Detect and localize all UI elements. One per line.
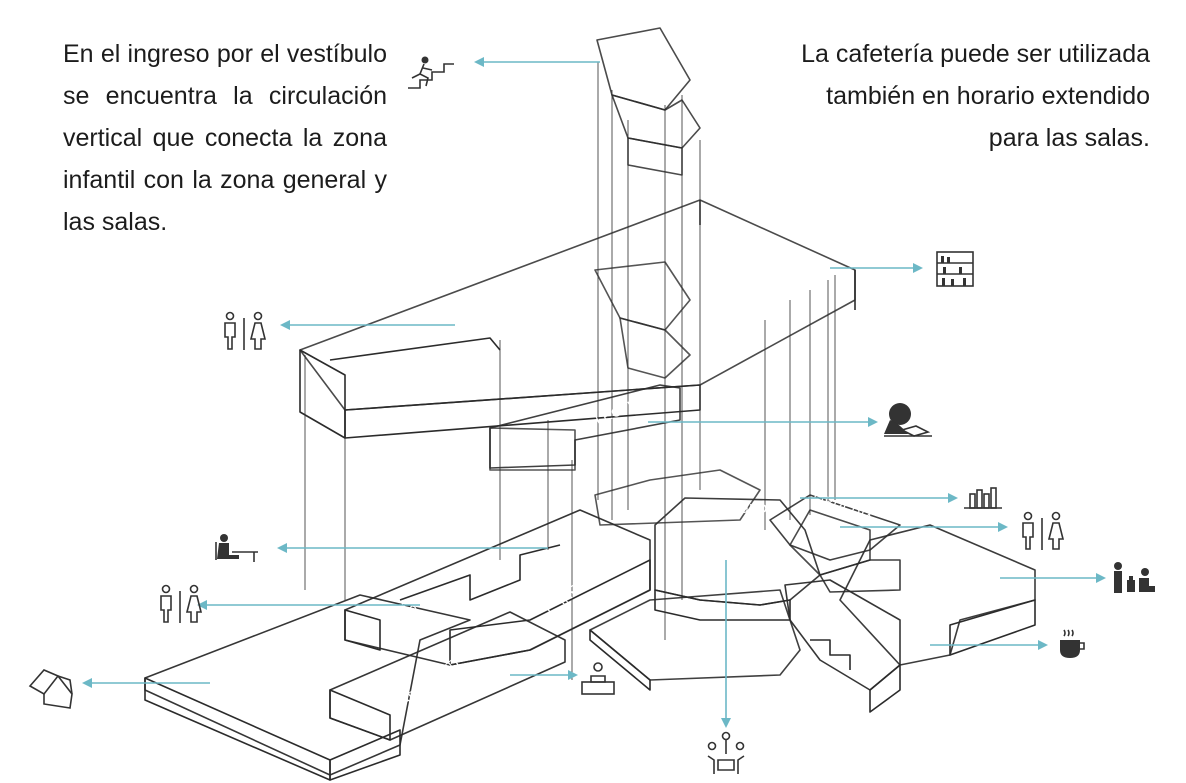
books-icon xyxy=(964,487,1002,509)
label-f-general: F. GENERAL xyxy=(724,224,805,268)
label-cafeteria: CAFETERÍA xyxy=(814,588,875,657)
callout-arrows xyxy=(82,57,1106,728)
logistica-block xyxy=(144,594,471,781)
lower-yellow-platform xyxy=(589,469,801,691)
reception-icon xyxy=(581,662,615,695)
meeting-group-icon xyxy=(707,731,745,774)
label-logistica: LOGÍSTICA xyxy=(211,686,283,734)
cafeteria-block xyxy=(784,579,901,713)
left-description: En el ingreso por el vestíbulo se encuen… xyxy=(63,40,387,236)
vertical-circulation xyxy=(594,27,701,379)
lectura-block xyxy=(489,384,681,471)
desk-worker-icon xyxy=(215,534,258,562)
coffee-cup-icon xyxy=(1060,629,1085,658)
label-ss-hh-left: SS.HH. xyxy=(397,597,445,632)
box-icon xyxy=(28,669,73,709)
restroom-icon xyxy=(224,311,267,350)
bookshelf-icon xyxy=(936,251,974,287)
label-f-infantil: F. INFANTIL xyxy=(545,555,610,620)
restroom-icon xyxy=(160,584,203,623)
label-vestibulo: VESTÍBULO xyxy=(690,501,767,516)
label-salas: SALAS xyxy=(927,534,973,568)
vestibulo-block xyxy=(654,497,821,621)
infantil-block xyxy=(344,509,651,666)
upper-floor xyxy=(299,199,856,439)
reader-icon xyxy=(884,403,932,437)
label-ss-hh-upper: SS.HH. xyxy=(421,299,470,328)
stairs-icon xyxy=(408,56,454,89)
waiting-room-icon xyxy=(1114,562,1155,593)
administracion-block xyxy=(329,611,566,741)
restroom-icon xyxy=(1022,511,1065,550)
right-description: La cafetería puede ser utilizada también… xyxy=(801,40,1150,152)
